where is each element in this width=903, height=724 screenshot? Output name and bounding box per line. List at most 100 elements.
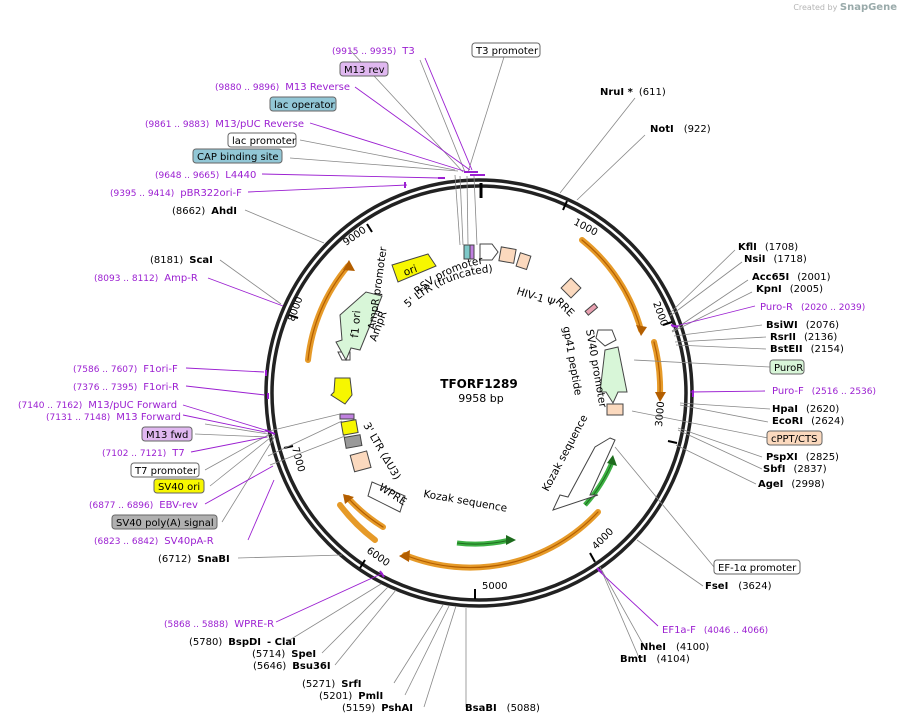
svg-text:T3 promoter: T3 promoter — [475, 46, 539, 57]
svg-text:M13 fwd: M13 fwd — [146, 430, 188, 441]
svg-text:M13 rev: M13 rev — [344, 65, 385, 76]
primer-amp-r: (8093 .. 8112)Amp-R — [94, 273, 198, 284]
primer-lines — [182, 57, 766, 627]
box-puror: PuroR — [769, 359, 805, 375]
ef1a-inner-arrow — [552, 437, 616, 511]
inner-features — [330, 243, 628, 513]
site-noti: NotI(922) — [650, 124, 711, 135]
site-scai: (8181)ScaI — [150, 255, 213, 266]
site-sbfi: SbfI(2837) — [763, 464, 827, 475]
box-t3-promoter: T3 promoter — [471, 42, 541, 58]
ltr5-box — [498, 246, 517, 264]
kozak-right-arrowhead — [607, 455, 617, 466]
wpre-box — [367, 481, 406, 513]
label-rre: RRE — [553, 296, 577, 320]
svg-text:SV40 ori: SV40 ori — [158, 482, 200, 493]
sv40-ori-inner — [340, 419, 359, 436]
boxed-labels: T3 promoter M13 rev lac operator lac pro… — [111, 42, 823, 575]
primer-m13rev-long: (9880 .. 9896)M13 Reverse — [215, 82, 350, 93]
primer-labels: (9915 .. 9935)T3 (9880 .. 9896)M13 Rever… — [18, 46, 876, 636]
primer-ticks — [264, 171, 694, 578]
site-kpni: KpnI(2005) — [756, 284, 823, 295]
ltr3-box — [349, 450, 372, 473]
primer-f1ori-r: (7376 .. 7395)F1ori-R — [73, 382, 179, 393]
sv40-polya-inner — [343, 434, 363, 449]
box-m13-rev: M13 rev — [339, 61, 389, 77]
svg-text:SV40 poly(A) signal: SV40 poly(A) signal — [116, 518, 214, 529]
label-f1ori: f1 ori — [349, 310, 363, 338]
site-spei: (5714)SpeI — [252, 649, 316, 660]
ampr-promoter-arrow — [330, 377, 353, 405]
site-snabi: (6712)SnaBI — [158, 554, 230, 565]
site-agei: AgeI(2998) — [758, 479, 825, 490]
site-bsiwi: BsiWI(2076) — [766, 320, 839, 331]
site-pspxi: PspXI(2825) — [766, 452, 839, 463]
leader-lines — [194, 49, 771, 708]
svg-text:PuroR: PuroR — [774, 363, 803, 374]
box-cap-site: CAP binding site — [192, 148, 283, 164]
site-nsii: NsiI(1718) — [744, 254, 807, 265]
svg-text:lac promoter: lac promoter — [232, 136, 297, 147]
site-acc65i: Acc65I(2001) — [752, 272, 831, 283]
kozak-bottom-arrowhead — [506, 535, 516, 545]
primer-puro-r: Puro-R(2020 .. 2039) — [760, 302, 865, 313]
gp41-box — [584, 302, 599, 316]
primer-m13-fwd-long: (7131 .. 7148)M13 Forward — [46, 412, 181, 423]
site-pmli: (5201)PmlI — [319, 691, 383, 702]
site-bsabi: BsaBI(5088) — [465, 703, 540, 714]
sv40-promoter-arrow — [595, 329, 617, 347]
box-lac-promoter: lac promoter — [227, 132, 297, 148]
site-rsrii: RsrII(2136) — [770, 332, 837, 343]
site-ahdi: (8662)AhdI — [172, 206, 237, 217]
site-srfi: (5271)SrfI — [302, 679, 361, 690]
primer-ebv-rev: (6877 .. 6896)EBV-rev — [89, 500, 198, 511]
box-t7-promoter: T7 promoter — [130, 462, 200, 478]
box-ef1a-promoter: EF-1α promoter — [713, 559, 801, 575]
rre-box — [560, 277, 582, 299]
primer-pbr322: (9395 .. 9414)pBR322ori-F — [110, 188, 242, 199]
label-hiv-psi: HIV-1 Ψ — [515, 285, 556, 309]
snapgene-brand: Created by SnapGene — [793, 2, 897, 13]
arc-bottom-core — [404, 511, 599, 569]
primer-purple-cluster — [339, 413, 355, 420]
rsv-promoter-arrow — [479, 243, 499, 261]
site-labels: NruI *(611) NotI(922) KflI(1708) NsiI(17… — [150, 87, 844, 714]
ampr-arrow — [335, 291, 383, 362]
tick-label-3000: 3000 — [654, 401, 667, 427]
primer-t7: (7102 .. 7121)T7 — [102, 448, 185, 459]
tick-label-7000: 7000 — [289, 446, 306, 473]
site-kfli: KflI(1708) — [738, 242, 798, 253]
hiv-psi-box — [515, 252, 532, 271]
plasmid-length: 9958 bp — [458, 392, 503, 405]
primer-l4440: (9648 .. 9665)L4440 — [155, 170, 256, 181]
backbone-inner — [270, 184, 688, 602]
label-kozak1: Kozak sequence — [422, 488, 508, 515]
primer-puro-f: Puro-F(2516 .. 2536) — [772, 386, 876, 397]
svg-text:cPPT/CTS: cPPT/CTS — [771, 434, 817, 445]
arc-wpre-b — [337, 502, 378, 543]
site-pshai: (5159)PshAI — [342, 703, 413, 714]
tick-label-5000: 5000 — [482, 581, 507, 592]
site-bspdi: (5780)BspDI- ClaI — [189, 637, 296, 648]
box-m13-fwd: M13 fwd — [141, 426, 193, 442]
primer-wpre-r: (5868 .. 5888)WPRE-R — [164, 619, 274, 630]
rsv-box-a — [463, 244, 471, 260]
arc-nrui-region-core — [581, 239, 642, 331]
site-bsu36i: (5646)Bsu36I — [253, 661, 331, 672]
primer-ef1a-f: EF1a-F(4046 .. 4066) — [662, 625, 768, 636]
primer-f1ori-f: (7586 .. 7607)F1ori-F — [73, 364, 178, 375]
site-fsei: FseI(3624) — [705, 581, 772, 592]
ring-feature-arcs — [305, 237, 664, 571]
primer-sv40pa-r: (6823 .. 6842)SV40pA-R — [94, 536, 214, 547]
site-hpai: HpaI(2620) — [772, 404, 839, 415]
primer-m13puc-rev: (9861 .. 9883)M13/pUC Reverse — [145, 119, 304, 130]
svg-text:T7 promoter: T7 promoter — [134, 466, 198, 477]
svg-text:CAP binding site: CAP binding site — [197, 152, 279, 163]
primer-t3: (9915 .. 9935)T3 — [332, 46, 415, 57]
site-ecori: EcoRI(2624) — [772, 416, 844, 427]
site-nhei: NheI(4100) — [640, 642, 709, 653]
label-ori: ori — [402, 263, 419, 279]
tick-label-6000: 6000 — [364, 545, 391, 569]
ring-arrowheads — [343, 260, 666, 562]
